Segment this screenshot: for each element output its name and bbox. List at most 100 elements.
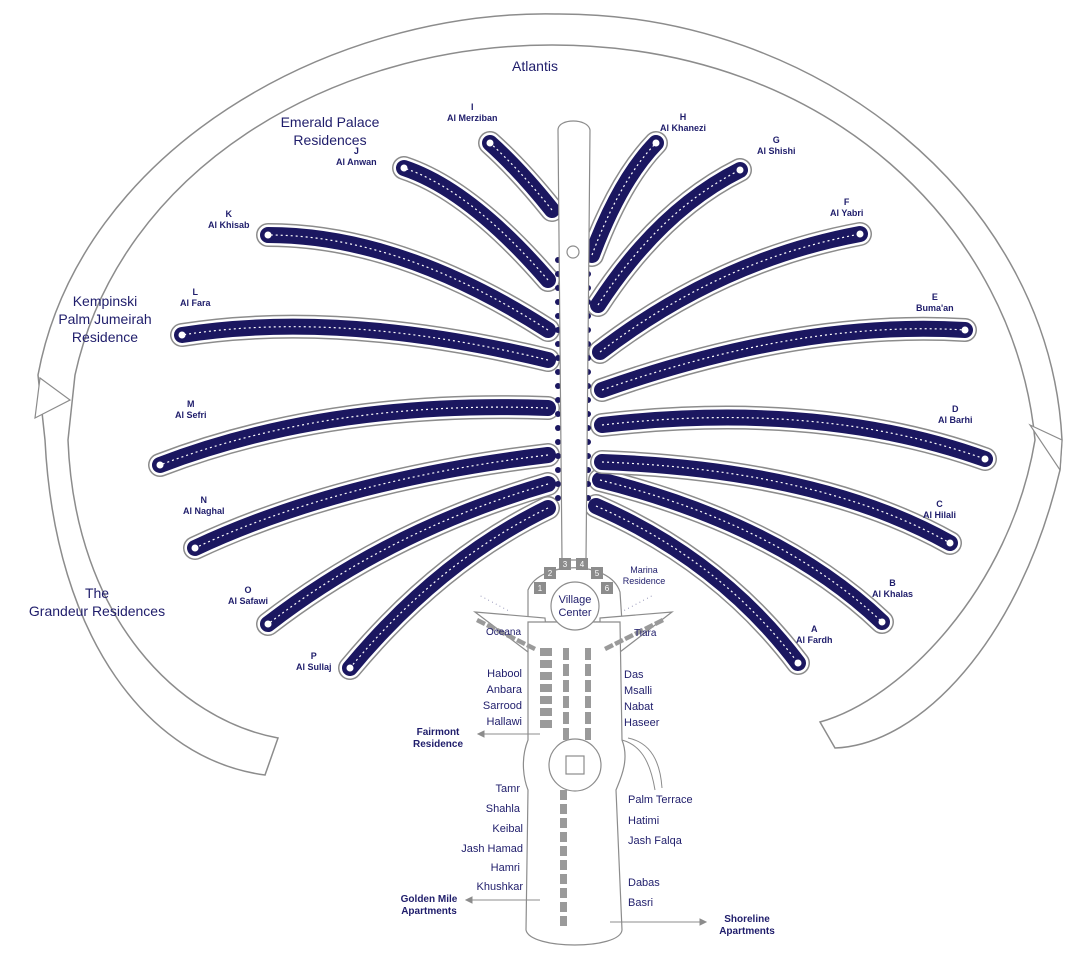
building-mid <box>563 664 569 676</box>
trunk-villa-dot <box>555 411 561 417</box>
building-mid <box>585 648 591 660</box>
frond-letter: H <box>679 112 687 122</box>
marina-block-number: 2 <box>548 569 553 578</box>
frond-tip-dot <box>346 664 354 672</box>
frond-tip-dot <box>946 539 954 547</box>
frond-letter: E <box>931 292 938 302</box>
frond-tip-dot <box>794 659 802 667</box>
trunk-villa-dot <box>555 495 561 501</box>
trunk-villa-dot <box>555 383 561 389</box>
label-oceana: Oceana <box>486 627 522 638</box>
frond-letter: J <box>353 146 359 156</box>
label-kempinski: Kempinski Palm Jumeirah Residence <box>58 293 152 345</box>
label-village-center: Village Center <box>558 594 592 619</box>
frond-letter: G <box>772 135 780 145</box>
district-anbara: Anbara <box>486 684 522 696</box>
frond-i[interactable] <box>482 135 560 218</box>
crescent-gap-left <box>34 376 72 420</box>
building-mid <box>563 728 569 740</box>
frond-name: Al Yabri <box>830 208 864 218</box>
frond-name: Al Safawi <box>228 596 269 606</box>
building-trunk <box>560 874 567 884</box>
frond-l[interactable] <box>174 318 556 368</box>
marina-block-4 <box>576 558 588 570</box>
trunk-villa-dot <box>555 453 561 459</box>
building-mid <box>563 680 569 692</box>
frond-tip-dot <box>156 461 164 469</box>
fronds-layer <box>148 131 997 680</box>
tiara-building <box>604 643 614 651</box>
district-hallawi: Hallawi <box>486 716 522 728</box>
district-tamr: Tamr <box>495 783 520 795</box>
label-grandeur: The Grandeur Residences <box>28 585 166 619</box>
district-basri: Basri <box>628 897 654 909</box>
frond-name: Al Sefri <box>175 410 207 420</box>
frond-name: Al Khanezi <box>660 123 707 133</box>
label-shoreline: Shoreline Apartments <box>719 914 775 937</box>
district-palm-terrace: Palm Terrace <box>628 794 693 806</box>
building-mid <box>585 728 591 740</box>
building-mid <box>585 664 591 676</box>
marina-block-6 <box>601 582 613 594</box>
frond-letter: N <box>200 495 208 505</box>
building-west <box>540 720 552 728</box>
district-dabas: Dabas <box>628 877 660 889</box>
frond-tip-dot <box>652 139 660 147</box>
crescent-outline <box>37 13 1063 776</box>
label-emerald-palace: Emerald Palace Residences <box>280 114 380 148</box>
building-mid <box>585 680 591 692</box>
label-tiara: Tiara <box>634 628 657 639</box>
building-trunk <box>560 818 567 828</box>
frond-name: Al Naghal <box>183 506 225 516</box>
oceana-building <box>496 628 506 636</box>
trunk-top-circle <box>566 245 580 259</box>
label-fairmont-residence: Fairmont Residence <box>412 727 464 750</box>
tiara-building <box>644 623 654 631</box>
frond-j[interactable] <box>396 160 556 288</box>
building-trunk <box>560 846 567 856</box>
frond-villas <box>601 461 951 544</box>
district-hatimi: Hatimi <box>628 815 660 827</box>
building-trunk <box>560 790 567 800</box>
label-golden-mile: Golden Mile Apartments <box>400 894 458 917</box>
frond-letter: L <box>192 287 199 297</box>
district-keibal: Keibal <box>492 823 523 835</box>
district-jash-hamad: Jash Hamad <box>461 843 523 855</box>
frond-tip-dot <box>486 139 494 147</box>
building-trunk <box>560 860 567 870</box>
frond-name: Al Fara <box>180 298 211 308</box>
tiara-building <box>634 628 644 636</box>
pointer-arrows <box>464 730 708 926</box>
frond-name: Al Hilali <box>923 510 957 520</box>
trunk-villa-dot <box>555 355 561 361</box>
trunk-villa-dot <box>555 439 561 445</box>
building-mid <box>563 696 569 708</box>
frond-h[interactable] <box>584 135 664 263</box>
marina-block-1 <box>534 582 546 594</box>
frond-letter: P <box>310 651 317 661</box>
trunk-villa-dot <box>555 397 561 403</box>
crescent-gap-right <box>1028 423 1063 472</box>
building-trunk <box>560 902 567 912</box>
frond-tip-dot <box>856 230 864 238</box>
tiara-building <box>624 633 634 641</box>
frond-villas <box>349 507 549 669</box>
frond-tip-dot <box>400 164 408 172</box>
roundabout-center <box>565 755 585 775</box>
building-trunk <box>560 888 567 898</box>
frond-tip-dot <box>878 618 886 626</box>
arrow-head <box>464 896 473 904</box>
frond-tip-dot <box>178 331 186 339</box>
frond-tip-dot <box>264 231 272 239</box>
district-habool: Habool <box>487 668 522 680</box>
